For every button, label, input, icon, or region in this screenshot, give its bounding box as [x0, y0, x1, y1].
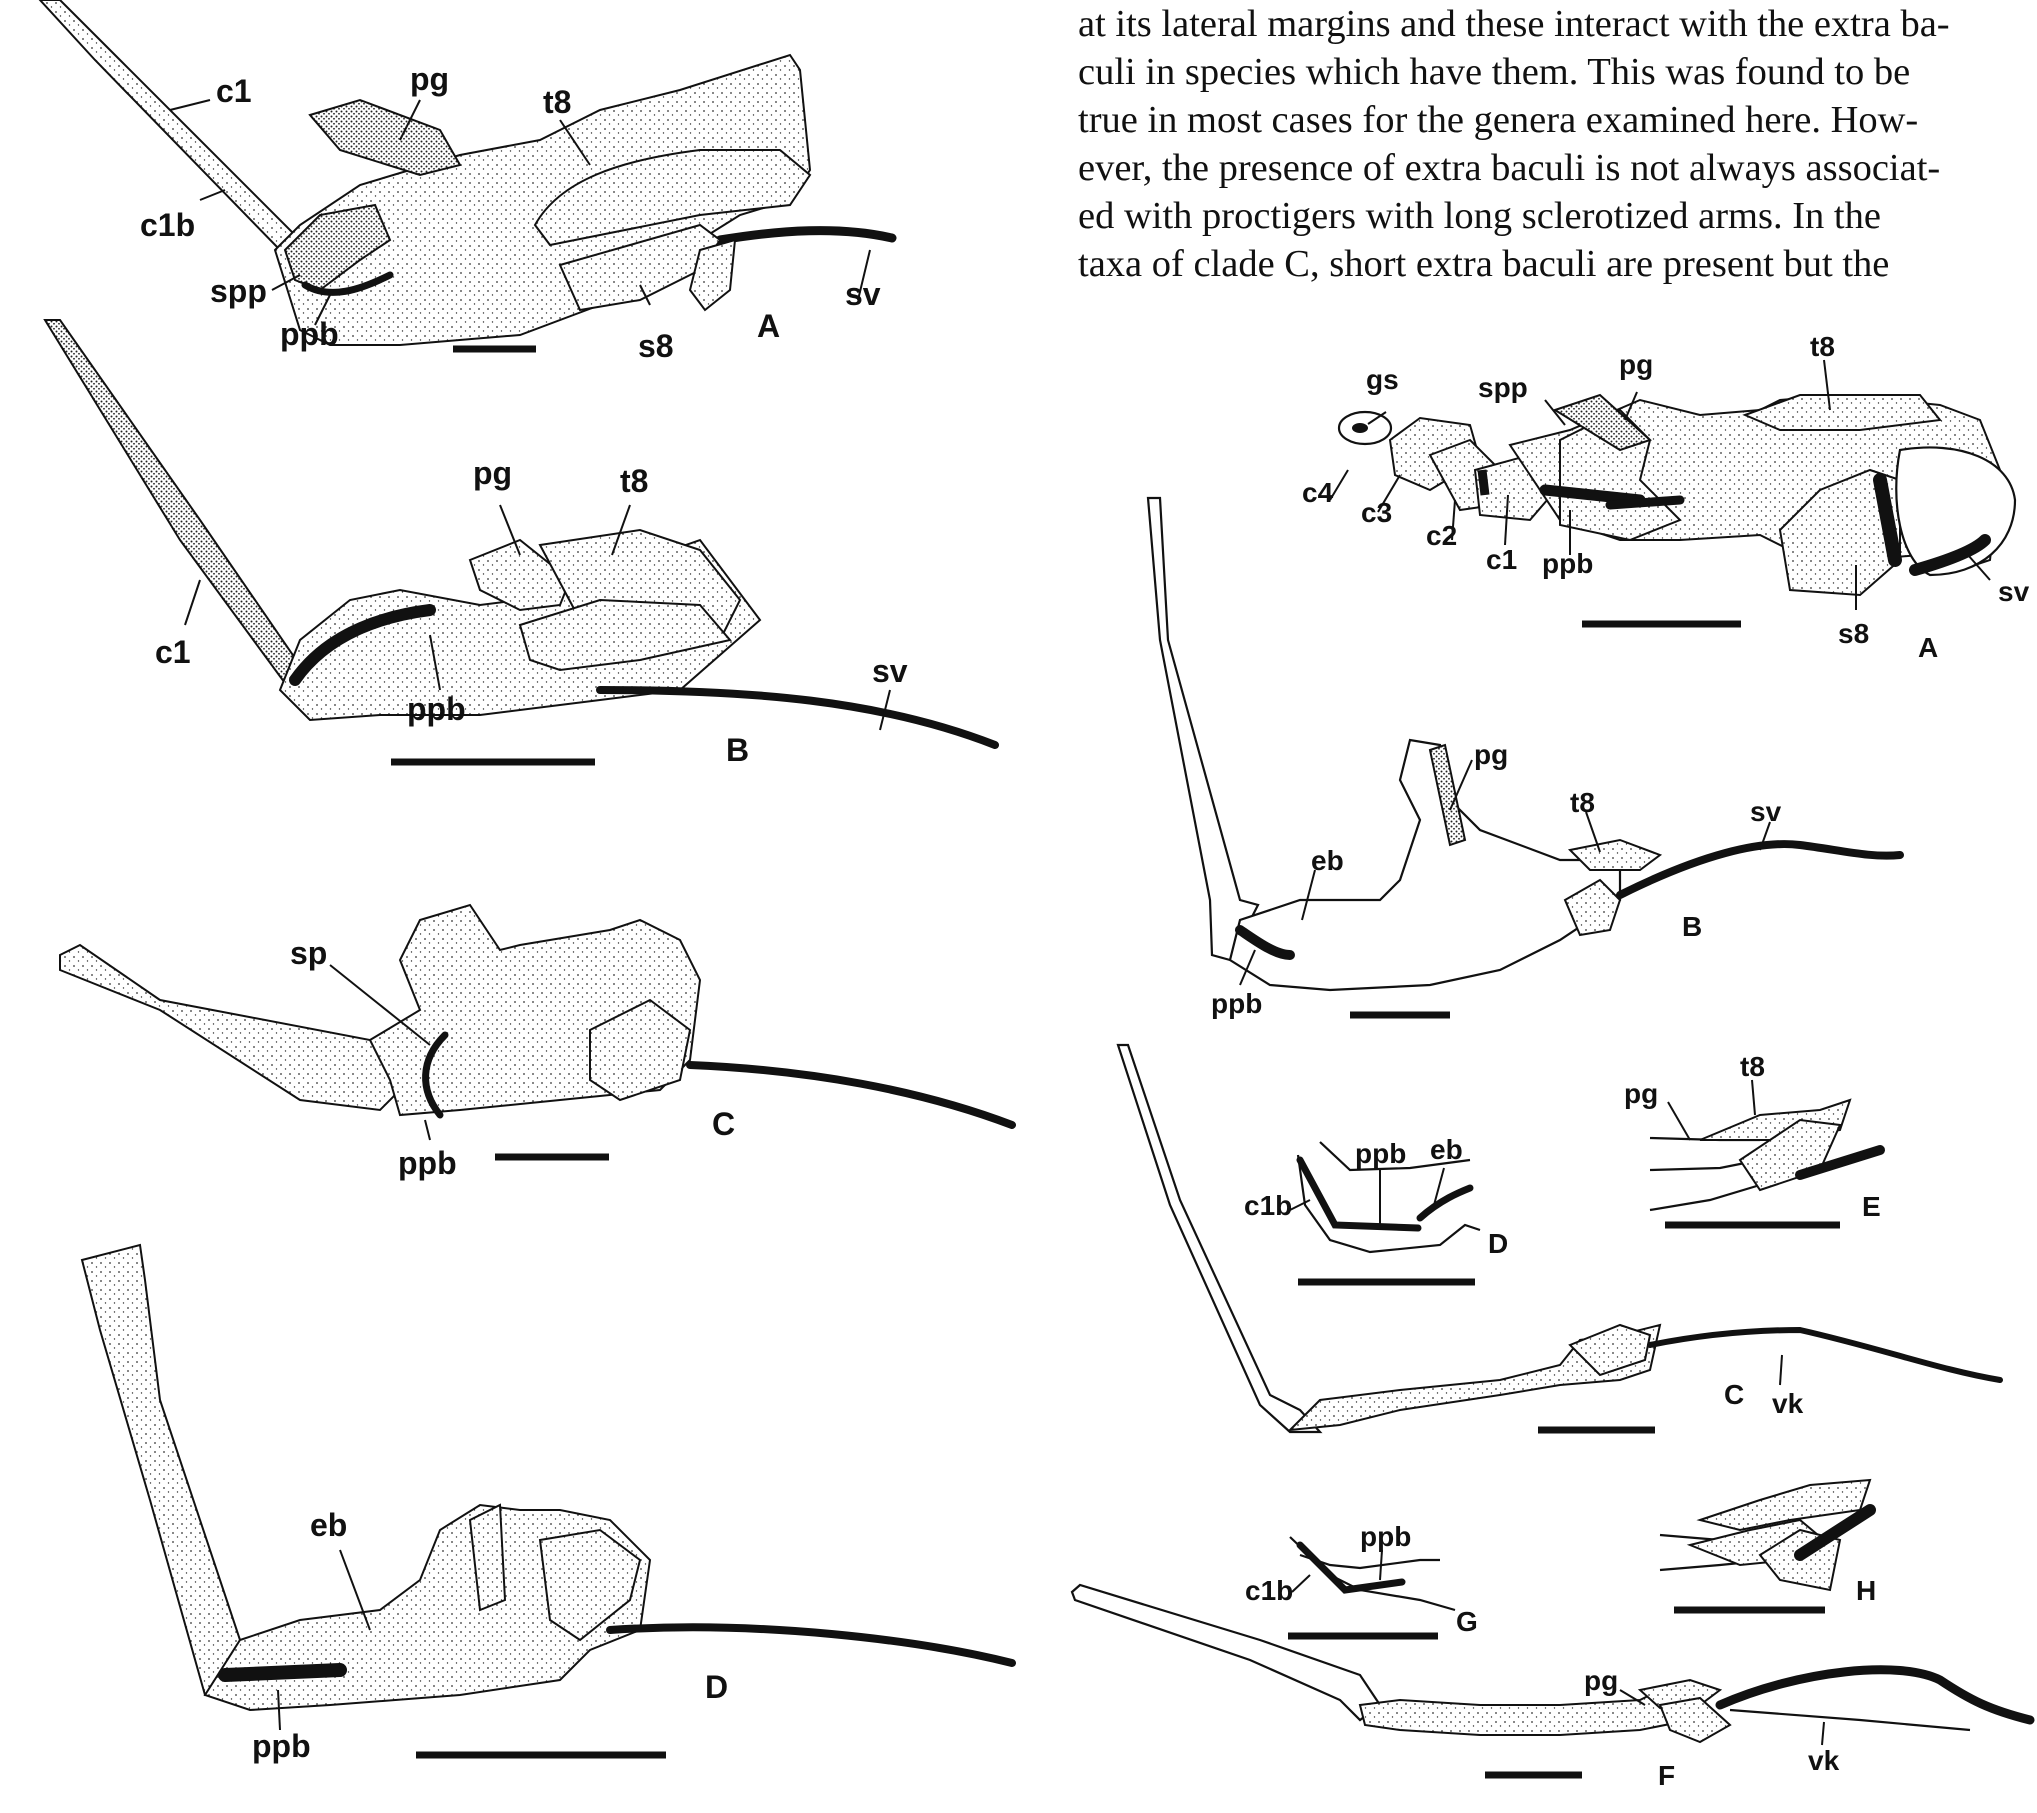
label-t8: t8 [543, 84, 571, 120]
panel-label-e: E [1862, 1191, 1881, 1222]
panel-label-h: H [1856, 1575, 1876, 1606]
label-ppb: ppb [1542, 548, 1593, 579]
label-ppb: ppb [398, 1145, 457, 1181]
right-panel-f-drawing [1070, 1583, 2035, 1779]
label-sv: sv [1750, 796, 1782, 827]
label-t8: t8 [620, 463, 648, 499]
label-spp: spp [1478, 372, 1528, 403]
panel-label-c: C [712, 1106, 735, 1142]
label-eb: eb [1430, 1134, 1463, 1165]
left-panel-a-drawing [38, 0, 897, 353]
panel-label-d: D [705, 1669, 728, 1705]
panel-label-d: D [1488, 1228, 1508, 1259]
left-panel-c-drawing [59, 903, 1016, 1161]
label-eb: eb [310, 1507, 347, 1543]
label-c1: c1 [1486, 544, 1517, 575]
label-t8: t8 [1740, 1051, 1765, 1082]
label-ppb: ppb [1360, 1521, 1411, 1552]
body-text-line: true in most cases for the genera examin… [1078, 99, 1919, 141]
body-text-line: ed with proctigers with long sclerotized… [1078, 195, 1881, 237]
label-pg: pg [473, 455, 512, 491]
label-pg: pg [1474, 739, 1508, 770]
body-text-line: taxa of clade C, short extra baculi are … [1078, 243, 1890, 285]
label-c1b: c1b [1245, 1575, 1293, 1606]
label-ppb: ppb [252, 1728, 311, 1764]
panel-label-f: F [1658, 1760, 1675, 1791]
label-c1b: c1b [1244, 1190, 1292, 1221]
label-c3: c3 [1361, 497, 1392, 528]
label-sv: sv [845, 276, 881, 312]
label-c2: c2 [1426, 520, 1457, 551]
label-ppb: ppb [1355, 1138, 1406, 1169]
label-pg: pg [410, 61, 449, 97]
label-t8: t8 [1810, 331, 1835, 362]
panel-label-a: A [757, 308, 780, 344]
label-ppb: ppb [280, 316, 339, 352]
label-pg: pg [1624, 1078, 1658, 1109]
right-panel-b-drawing [1146, 496, 1904, 1019]
body-text-line: culi in species which have them. This wa… [1078, 51, 1911, 93]
label-sv: sv [872, 653, 908, 689]
label-vk: vk [1808, 1745, 1840, 1776]
left-panel-d-drawing [80, 1243, 1016, 1759]
label-c1: c1 [155, 634, 191, 670]
body-text-line: at its lateral margins and these interac… [1078, 3, 1950, 45]
label-t8: t8 [1570, 787, 1595, 818]
label-ppb: ppb [1211, 988, 1262, 1019]
panel-label-g: G [1456, 1606, 1478, 1637]
label-eb: eb [1311, 845, 1344, 876]
label-c1b: c1b [140, 207, 195, 243]
label-vk: vk [1772, 1388, 1804, 1419]
body-text-line: ever, the presence of extra baculi is no… [1078, 147, 1941, 189]
label-s8: s8 [638, 328, 674, 364]
panel-label-b: B [1682, 911, 1702, 942]
right-panel-a-drawing [1329, 359, 2017, 628]
left-panel-b-drawing [43, 319, 999, 766]
label-pg: pg [1619, 349, 1653, 380]
panel-label-a: A [1918, 632, 1938, 663]
label-gs: gs [1366, 364, 1399, 395]
panel-label-c: C [1724, 1379, 1744, 1410]
label-sv: sv [1998, 576, 2030, 607]
label-c1: c1 [216, 73, 252, 109]
right-panel-d-drawing [1289, 1141, 1481, 1286]
right-panel-c-drawing [1116, 1043, 2003, 1434]
right-panel-g-drawing [1288, 1536, 1456, 1640]
label-c4: c4 [1302, 477, 1334, 508]
panel-label-b: B [726, 732, 749, 768]
label-ppb: ppb [407, 691, 466, 727]
label-sp: sp [290, 935, 327, 971]
label-pg: pg [1584, 1665, 1618, 1696]
body-text: at its lateral margins and these interac… [1078, 0, 2037, 288]
label-s8: s8 [1838, 618, 1869, 649]
label-spp: spp [210, 273, 267, 309]
right-panel-h-drawing [1659, 1478, 1876, 1614]
right-panel-e-drawing [1649, 1079, 1885, 1229]
